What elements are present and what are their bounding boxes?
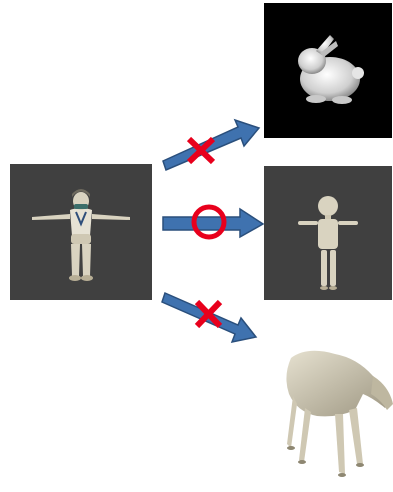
arrow-to-mannequin [163,209,263,237]
